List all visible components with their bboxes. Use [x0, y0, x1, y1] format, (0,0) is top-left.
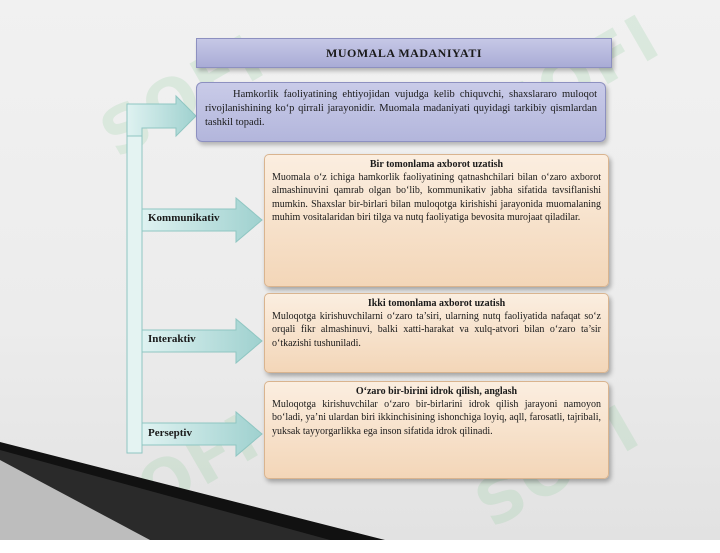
card-text: Muloqotga kirishuvchilarni o‘zaro ta’sir…: [272, 311, 601, 349]
card-interaktiv: Ikki tomonlama axborot uzatish Muloqotga…: [264, 293, 609, 373]
card-title: O‘zaro bir-birini idrok qilish, anglash: [355, 386, 518, 397]
label-perseptiv: Perseptiv: [148, 427, 192, 439]
arrow-kommunikativ: [141, 196, 263, 244]
arrow-intro: [126, 94, 197, 138]
card-title: Bir tomonlama axborot uzatish: [369, 159, 504, 170]
label-interaktiv: Interaktiv: [148, 333, 196, 345]
card-kommunikativ: Bir tomonlama axborot uzatish Muomala o‘…: [264, 154, 609, 287]
arrow-perseptiv: [141, 410, 263, 458]
intro-text: Hamkorlik faoliyatining ehtiyojidan vuju…: [196, 82, 606, 142]
page-title: MUOMALA MADANIYATI: [196, 38, 612, 68]
arrow-interaktiv: [141, 317, 263, 365]
corner-swoosh: [0, 442, 385, 540]
card-text: Muomala o‘z ichiga hamkorlik faoliyatini…: [272, 172, 601, 223]
label-kommunikativ: Kommunikativ: [148, 212, 220, 224]
card-perseptiv: O‘zaro bir-birini idrok qilish, anglash …: [264, 381, 609, 479]
card-text: Muloqotga kirishuvchilar o‘zaro bir-birl…: [272, 399, 601, 437]
connector-spine: [126, 107, 143, 454]
card-title: Ikki tomonlama axborot uzatish: [367, 298, 506, 309]
connector-diagram: [126, 94, 263, 458]
